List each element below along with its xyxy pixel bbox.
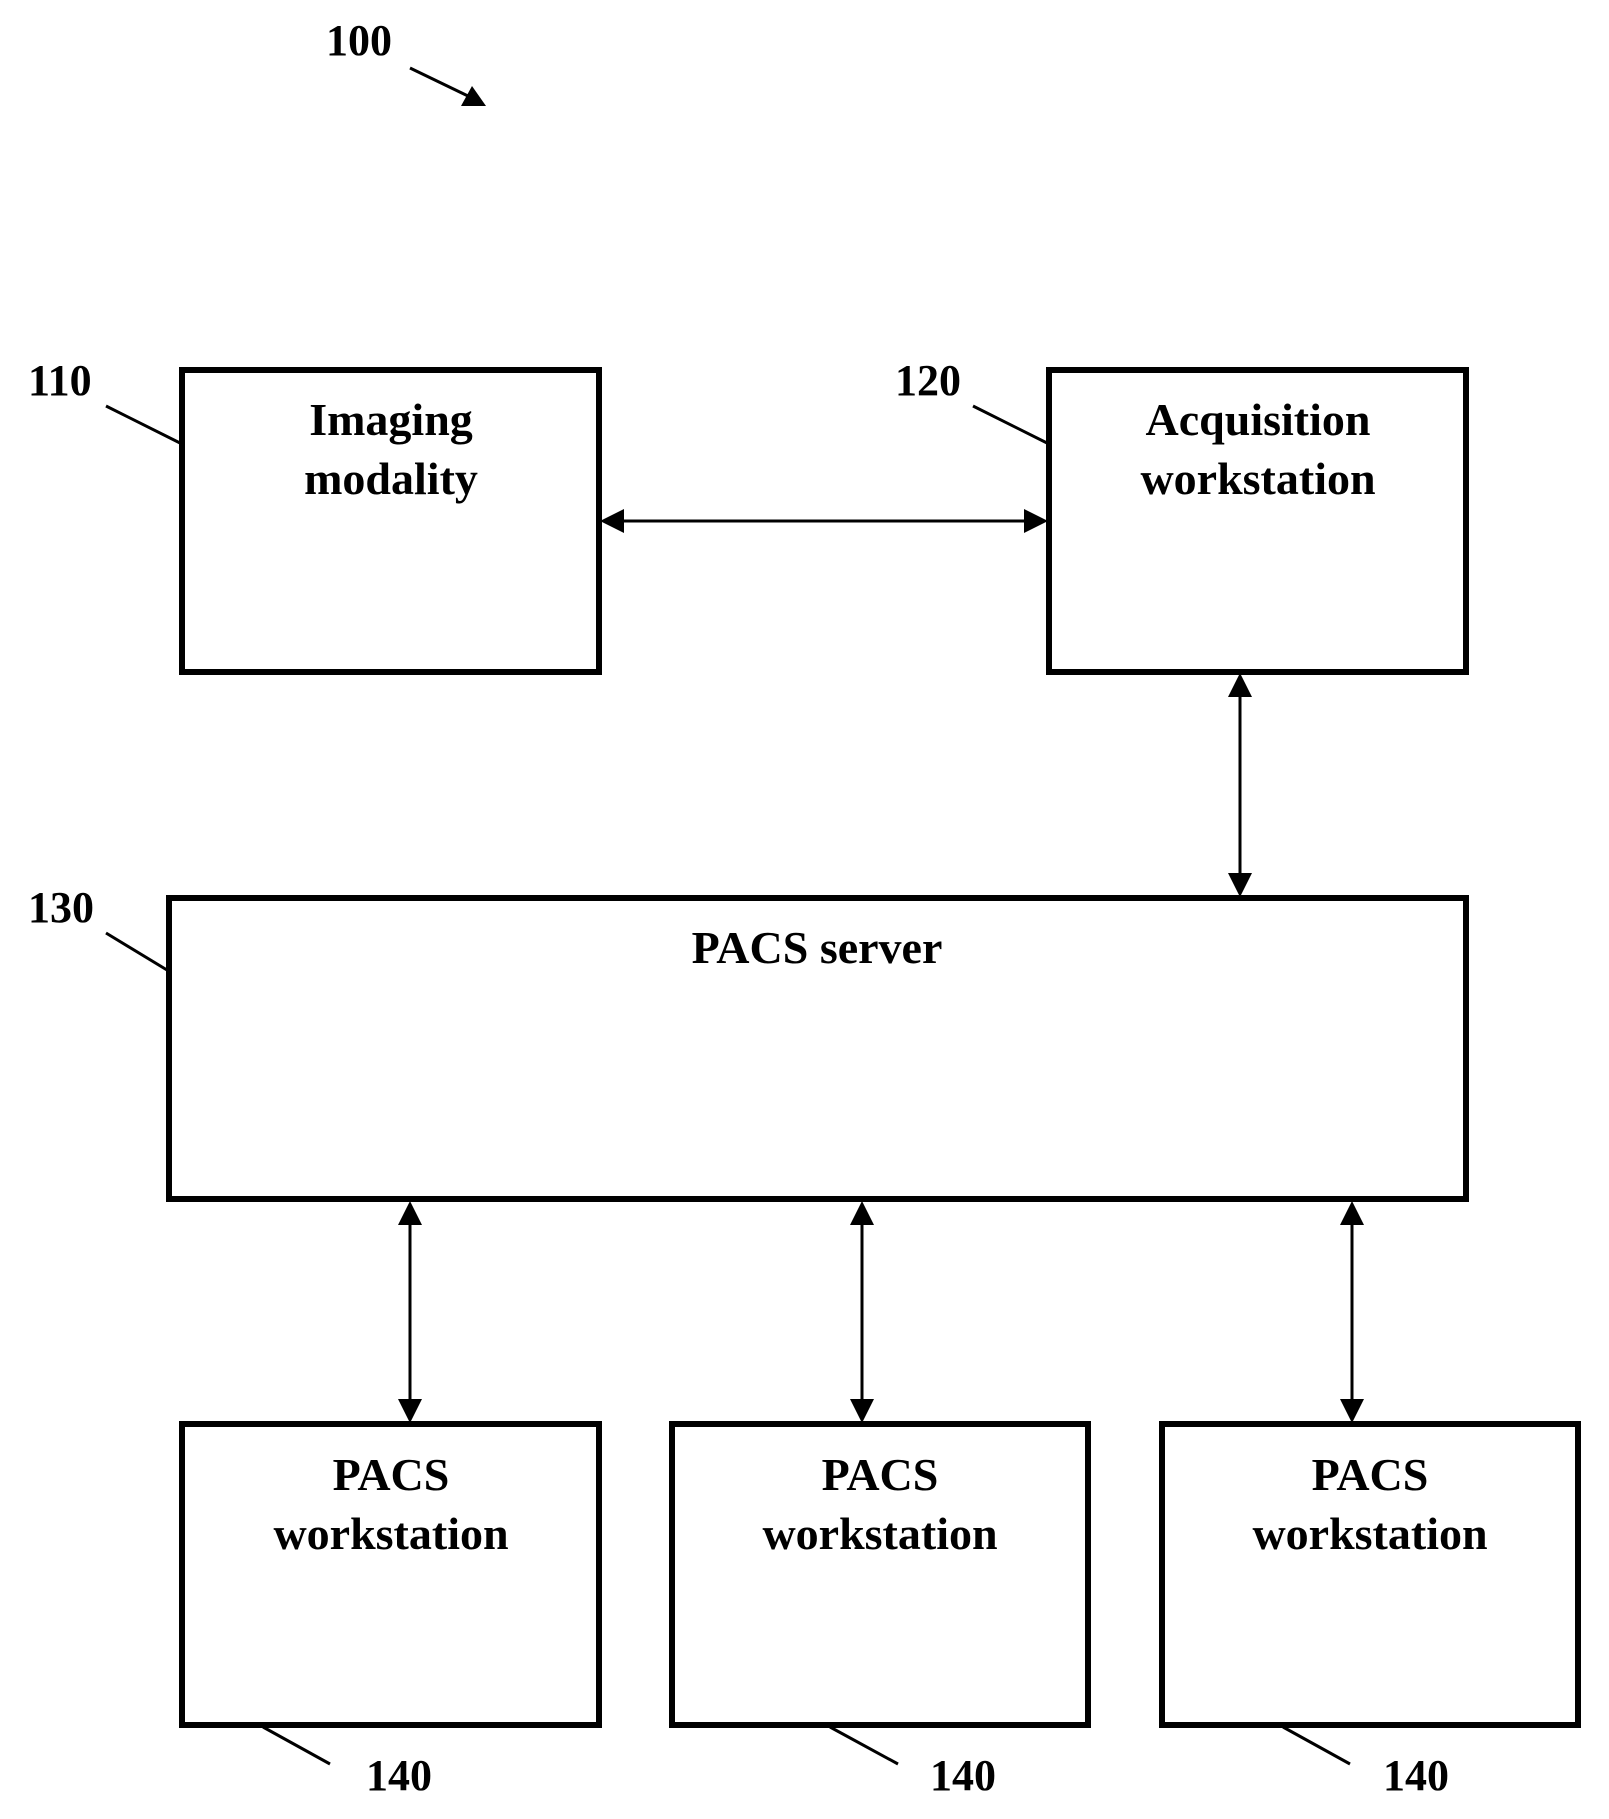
pacs-workstation-3-ref-leader xyxy=(1283,1727,1350,1764)
connector-imaging-acquisition-arrow-left xyxy=(600,509,624,533)
pacs-server-label: PACS server xyxy=(692,922,943,973)
pacs-workstation-2-ref: 140 xyxy=(930,1751,996,1800)
imaging-modality-ref-leader xyxy=(106,406,180,443)
imaging-modality-ref: 110 xyxy=(28,356,92,405)
connector-acquisition-server-arrow-down xyxy=(1228,873,1252,897)
connector-server-workstation-2-arrow-down xyxy=(850,1399,874,1423)
pacs-workstation-1-label-line-2: workstation xyxy=(273,1508,508,1559)
connector-server-workstation-3-arrow-down xyxy=(1340,1399,1364,1423)
pacs-workstation-2-ref-leader xyxy=(830,1727,898,1764)
figure-ref-pointer xyxy=(410,68,468,96)
pacs-workstation-3-label-line-2: workstation xyxy=(1252,1508,1487,1559)
pacs-workstation-1-ref-leader xyxy=(263,1727,330,1764)
pacs-workstation-2-label-line-2: workstation xyxy=(762,1508,997,1559)
connector-server-workstation-3-arrow-up xyxy=(1340,1201,1364,1225)
acquisition-workstation-ref: 120 xyxy=(895,356,961,405)
connector-acquisition-server-arrow-up xyxy=(1228,673,1252,697)
pacs-workstation-1-label-line-1: PACS xyxy=(333,1449,450,1500)
connector-server-workstation-1-arrow-up xyxy=(398,1201,422,1225)
pacs-server-ref: 130 xyxy=(28,883,94,932)
pacs-workstation-1-ref: 140 xyxy=(366,1751,432,1800)
pacs-server-ref-leader xyxy=(106,933,167,970)
acquisition-workstation-label-line-1: Acquisition xyxy=(1146,394,1371,445)
pacs-workstation-3-ref: 140 xyxy=(1383,1751,1449,1800)
acquisition-workstation-label-line-2: workstation xyxy=(1140,453,1375,504)
imaging-modality-label-line-2: modality xyxy=(304,453,478,504)
connector-server-workstation-2-arrow-up xyxy=(850,1201,874,1225)
pacs-workstation-3-label-line-1: PACS xyxy=(1312,1449,1429,1500)
acquisition-workstation-ref-leader xyxy=(973,406,1047,443)
connector-imaging-acquisition-arrow-right xyxy=(1024,509,1048,533)
imaging-modality-label-line-1: Imaging xyxy=(309,394,473,445)
pacs-workstation-2-label-line-1: PACS xyxy=(822,1449,939,1500)
connector-server-workstation-1-arrow-down xyxy=(398,1399,422,1423)
figure-ref-label: 100 xyxy=(326,16,392,65)
